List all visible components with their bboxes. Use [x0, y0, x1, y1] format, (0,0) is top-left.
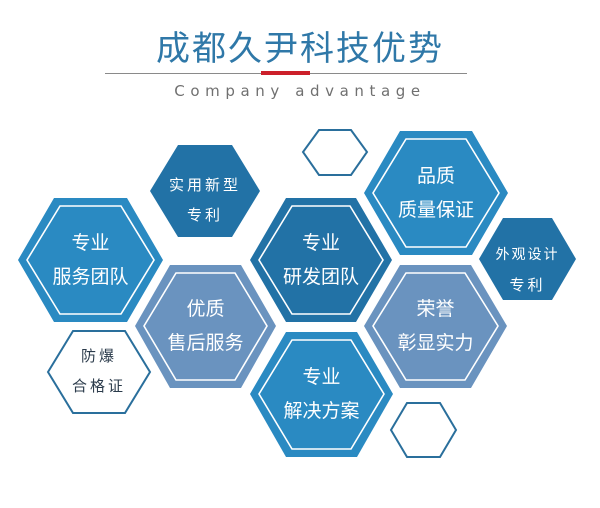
label-line1: 实用新型 — [168, 176, 241, 194]
page-subtitle: Company advantage — [174, 82, 426, 100]
label-line1: 优质 — [186, 298, 225, 320]
title-divider-accent — [261, 71, 310, 75]
hexagon-solutions — [250, 332, 393, 457]
hexagon-label-design-patent: 外观设计 专利 — [479, 240, 576, 300]
hexagon-after-sales — [135, 265, 276, 388]
hexagon-service-team — [18, 198, 163, 322]
label-line1: 荣誉 — [416, 298, 455, 320]
label-line2: 专利 — [186, 206, 223, 224]
hexagon-label-after-sales: 优质 售后服务 — [135, 292, 276, 360]
hexagon-label-solutions: 专业 解决方案 — [250, 360, 393, 428]
label-line2: 质量保证 — [397, 199, 474, 221]
label-line1: 专业 — [301, 232, 340, 254]
hexagon-design-patent — [479, 218, 576, 300]
label-line2: 服务团队 — [52, 266, 129, 288]
label-line1: 外观设计 — [495, 247, 560, 263]
label-line2: 研发团队 — [282, 266, 359, 288]
hexagon-label-honor: 荣誉 彰显实力 — [364, 292, 507, 360]
label-line1: 品质 — [416, 165, 455, 187]
label-line2: 解决方案 — [283, 400, 360, 422]
hexagon-honor — [364, 265, 507, 388]
hexagon-quality — [364, 131, 508, 255]
hexagon-explosion-proof — [46, 330, 152, 414]
hexagon-label-explosion-proof: 防爆 合格证 — [48, 341, 150, 401]
hexagon-label-service-team: 专业 服务团队 — [18, 226, 163, 294]
hexagon-label-utility-patent: 实用新型 专利 — [150, 170, 260, 230]
label-line2: 售后服务 — [167, 332, 244, 354]
decorative-hexagon-top — [301, 129, 369, 176]
hexagon-label-quality: 品质 质量保证 — [364, 159, 508, 227]
label-line2: 彰显实力 — [397, 332, 474, 354]
decorative-hexagon-bottom — [389, 402, 458, 458]
label-line1: 防爆 — [80, 347, 117, 365]
label-line2: 合格证 — [71, 377, 126, 395]
label-line1: 专业 — [302, 366, 341, 388]
hexagon-label-rd-team: 专业 研发团队 — [250, 226, 392, 294]
hexagon-rd-team — [250, 198, 392, 322]
page-title: 成都久尹科技优势 — [156, 29, 444, 69]
label-line1: 专业 — [71, 232, 110, 254]
hexagon-utility-patent — [150, 145, 260, 237]
label-line2: 专利 — [509, 276, 546, 294]
